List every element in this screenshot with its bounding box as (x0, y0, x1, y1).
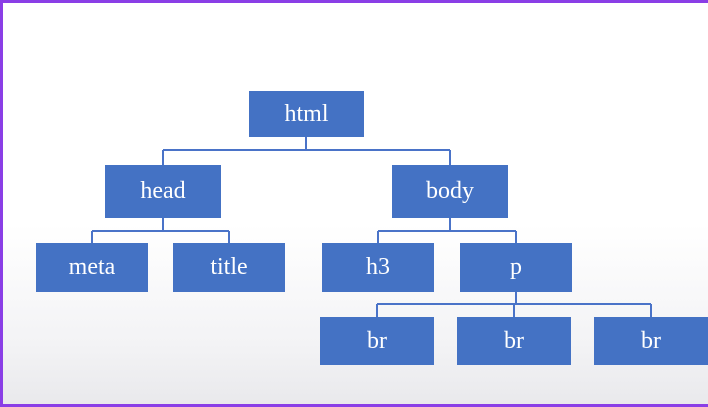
node-body: body (392, 165, 508, 218)
node-br-1: br (320, 317, 434, 365)
node-h3: h3 (322, 243, 434, 292)
node-br-3: br (594, 317, 708, 365)
connector-head-children (91, 218, 230, 243)
node-br-2: br (457, 317, 571, 365)
node-p: p (460, 243, 572, 292)
node-meta: meta (36, 243, 148, 292)
connector-body-children (377, 218, 517, 243)
connector-html-children (162, 137, 451, 165)
node-title: title (173, 243, 285, 292)
connector-p-children (376, 292, 652, 317)
node-html: html (249, 91, 364, 137)
node-head: head (105, 165, 221, 218)
